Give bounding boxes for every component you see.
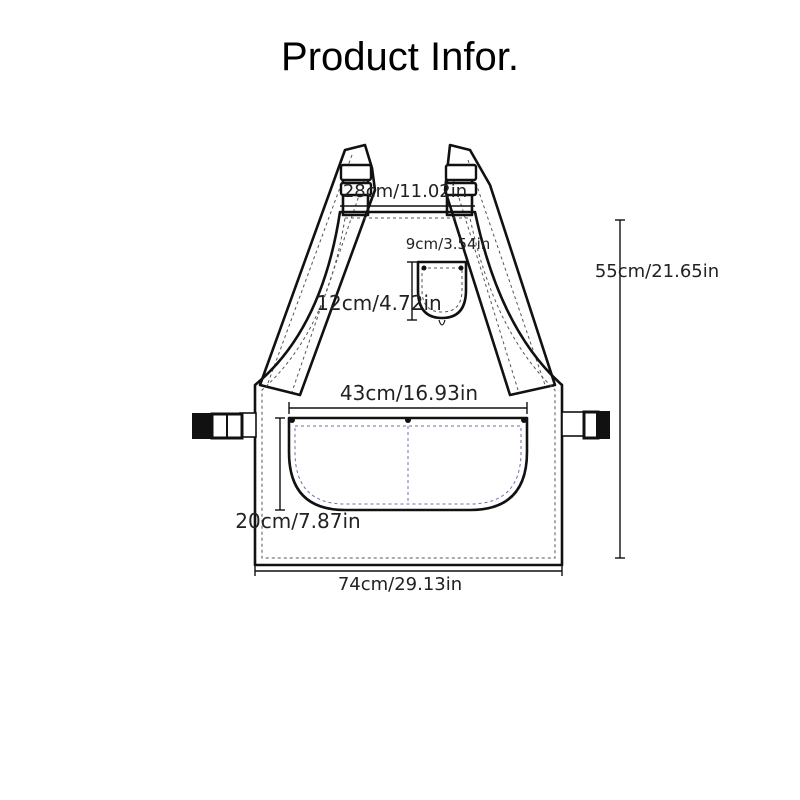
dim-top-width: 28cm/11.02in <box>340 181 475 207</box>
apron-body <box>253 210 564 567</box>
dim-big-pocket-height-label: 20cm/7.87in <box>235 509 360 533</box>
big-pocket <box>287 416 529 512</box>
dim-total-height-label: 55cm/21.65in <box>595 261 719 282</box>
dim-small-pocket-height: 12cm/4.72in <box>316 261 442 321</box>
dim-small-pocket-width-label: 9cm/3.54in <box>406 235 491 253</box>
dim-top-width-label: 28cm/11.02in <box>343 181 467 202</box>
page-title: Product Infor. <box>281 35 519 79</box>
dim-big-pocket-width: 43cm/16.93in <box>288 381 528 414</box>
dim-big-pocket-height: 20cm/7.87in <box>235 417 361 533</box>
strap-buckle-left <box>339 163 373 197</box>
dim-bottom-width: 74cm/29.13in <box>254 566 563 595</box>
dim-small-pocket-height-label: 12cm/4.72in <box>316 291 441 315</box>
right-waist-buckle <box>561 410 610 440</box>
dim-small-pocket-width: 9cm/3.54in <box>406 235 491 253</box>
dim-big-pocket-width-label: 43cm/16.93in <box>340 381 478 405</box>
dim-bottom-width-label: 74cm/29.13in <box>338 574 462 595</box>
small-pocket <box>416 260 468 326</box>
left-waist-buckle <box>192 412 257 440</box>
dim-total-height: 55cm/21.65in <box>595 219 719 559</box>
strap-buckle-right <box>444 163 478 197</box>
